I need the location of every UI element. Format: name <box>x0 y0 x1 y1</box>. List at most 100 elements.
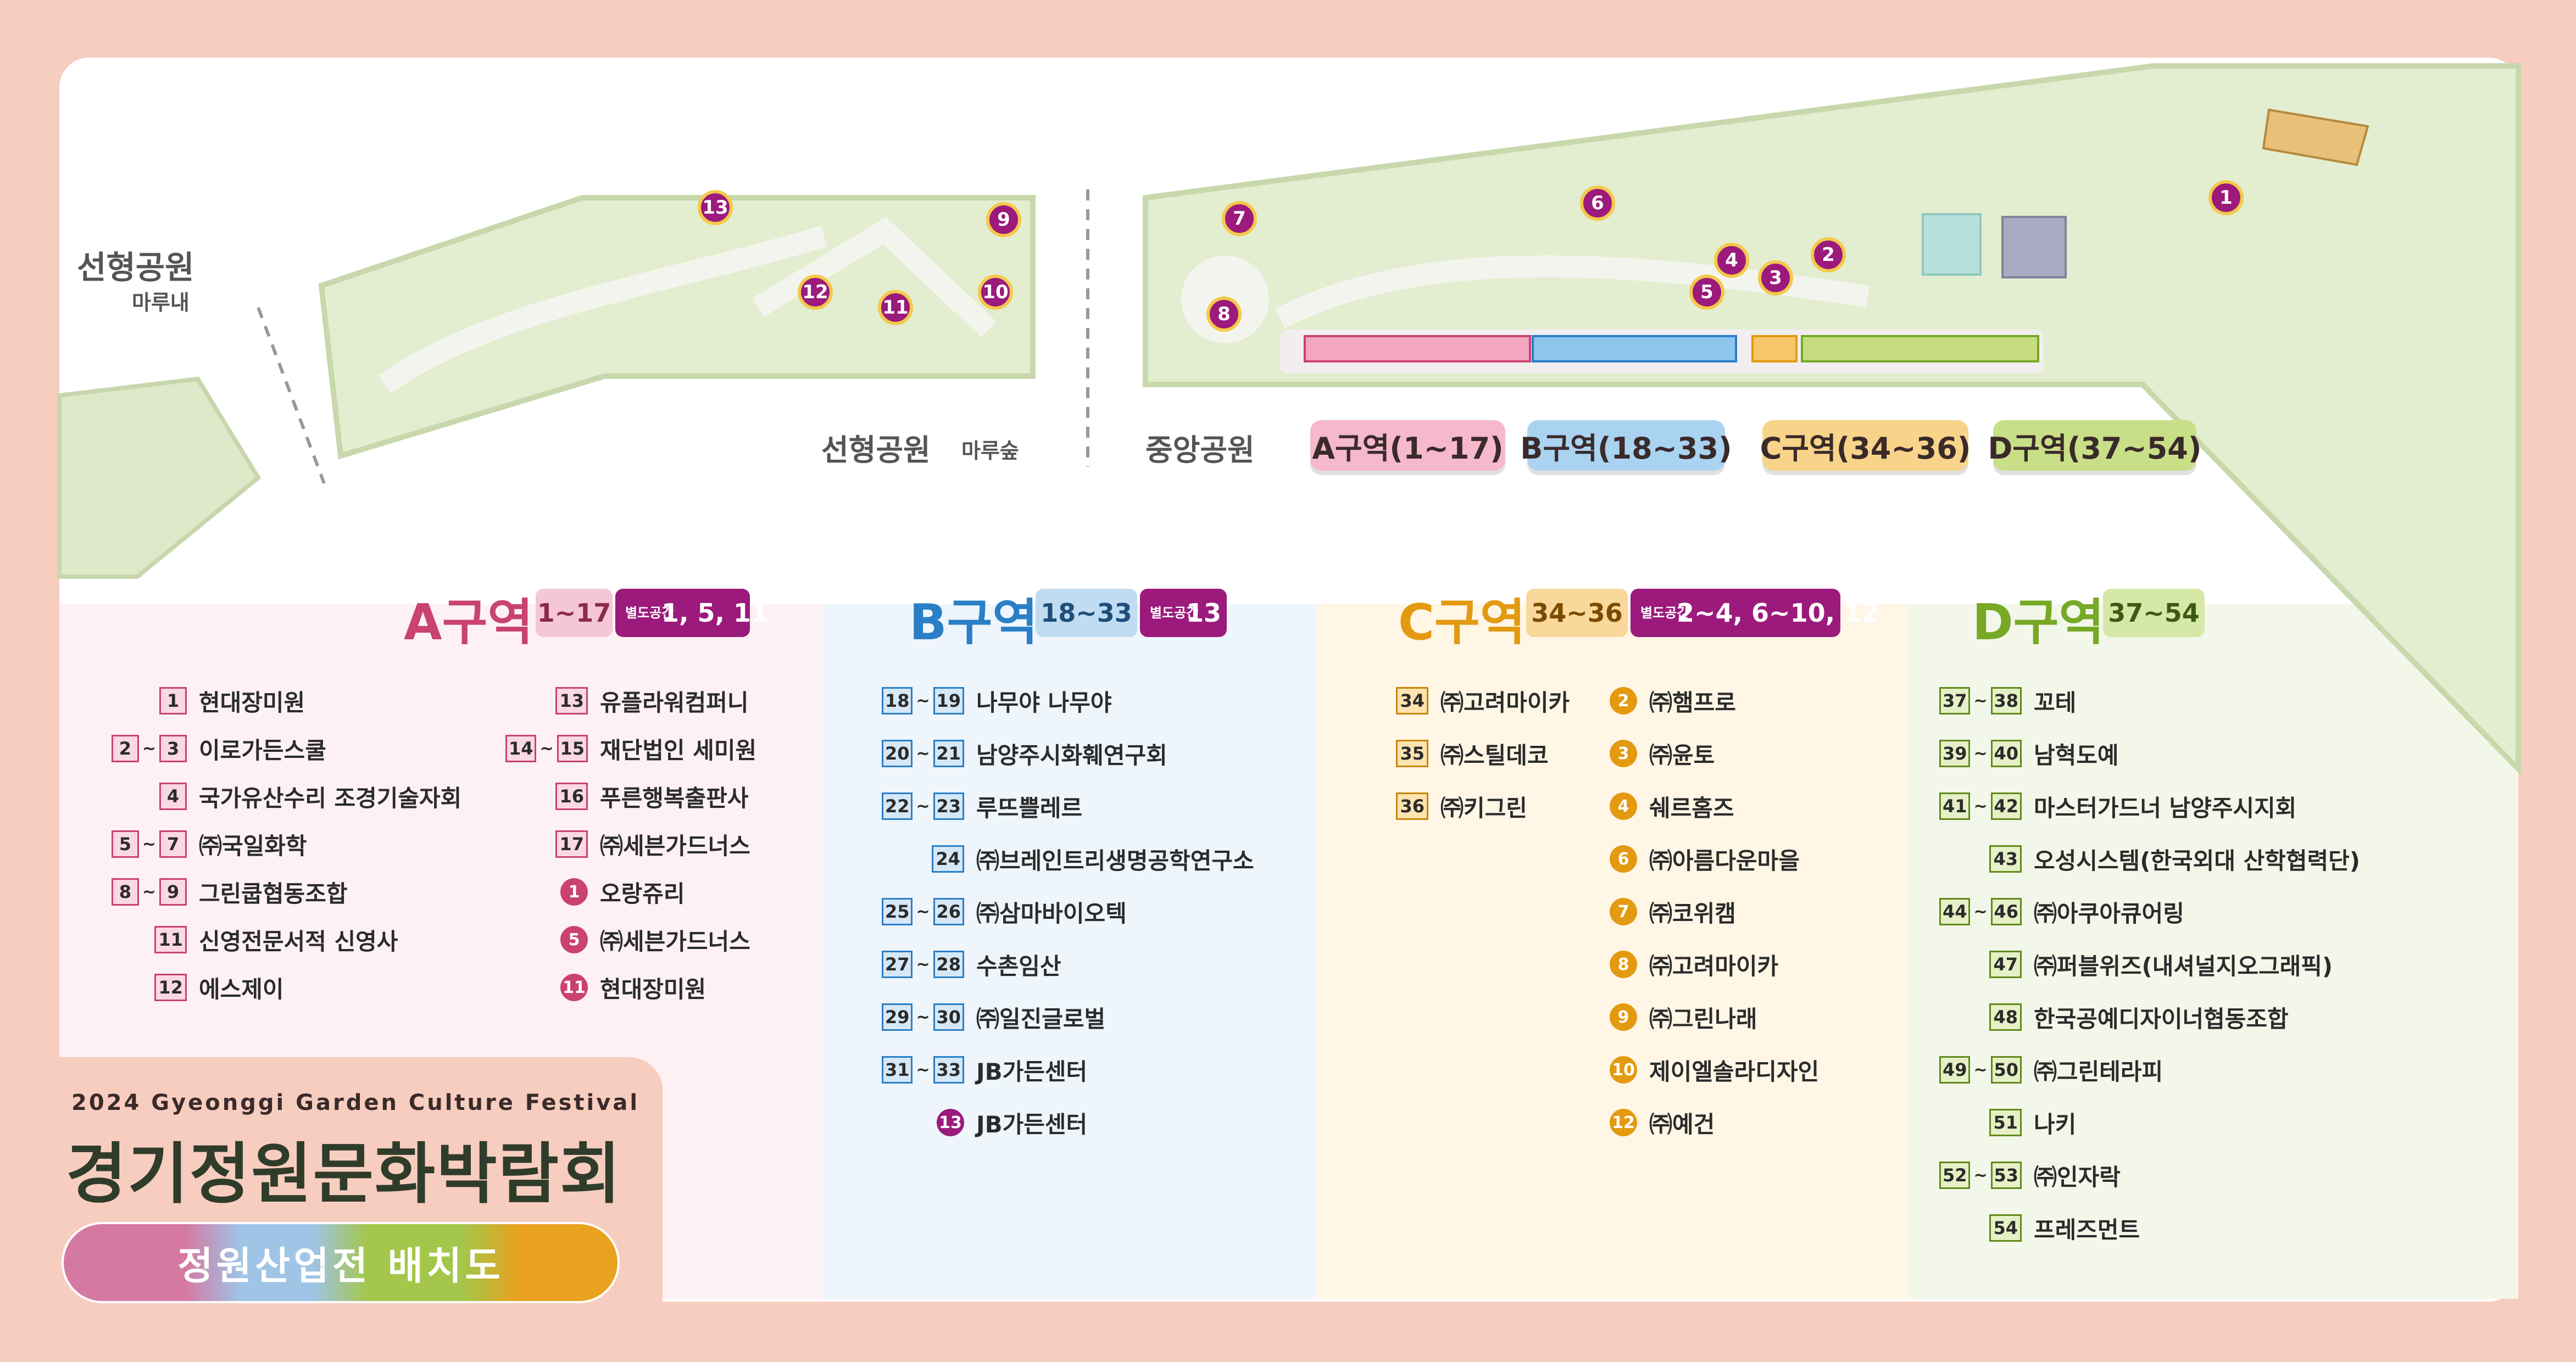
exhibitor-entry[interactable]: 44~46㈜아쿠아큐어링 <box>1939 895 2184 928</box>
exhibitor-name: 나무야 나무야 <box>976 689 1112 716</box>
entry-number: 48 <box>1939 1003 2022 1031</box>
entry-number-badge: 15 <box>557 735 588 762</box>
exhibitor-entry[interactable]: 29~30㈜일진글로벌 <box>882 1001 1105 1034</box>
exhibitor-entry[interactable]: 18~19 나무야 나무야 <box>882 684 1111 717</box>
exhibitor-entry[interactable]: 24㈜브레인트리생명공학연구소 <box>882 842 1254 875</box>
exhibitor-name: 쉐르홈즈 <box>1649 794 1734 822</box>
zone-a-title: A구역 <box>404 594 533 651</box>
entry-number: 35 <box>1346 740 1428 767</box>
exhibitor-entry[interactable]: 5㈜세븐가드너스 <box>505 923 750 956</box>
entry-number-badge: 18 <box>882 687 913 715</box>
entry-number-badge: 44 <box>1939 898 1971 925</box>
exhibitor-entry[interactable]: 5~7㈜국일화학 <box>104 828 307 861</box>
zone-pill-a[interactable]: A구역(1~17) <box>1310 420 1505 471</box>
entry-number-badge: 24 <box>932 845 964 873</box>
map-pin[interactable]: 1 <box>2208 180 2244 215</box>
exhibitor-entry[interactable]: 25~26㈜삼마바이오텍 <box>882 895 1127 928</box>
entry-number: 18~19 <box>882 687 964 715</box>
exhibitor-name: ㈜키그린 <box>1440 794 1527 822</box>
exhibitor-name: ㈜그린나래 <box>1649 1005 1757 1032</box>
zone-d-title: D구역 <box>1972 594 2105 651</box>
map-pin[interactable]: 12 <box>798 275 833 310</box>
map-pin[interactable]: 11 <box>878 290 913 325</box>
entry-number: 44~46 <box>1939 898 2022 925</box>
map-pin[interactable]: 4 <box>1714 243 1749 278</box>
map-pin[interactable]: 5 <box>1689 275 1724 310</box>
entry-number-badge: 51 <box>1989 1109 2022 1136</box>
map-pin[interactable]: 2 <box>1811 237 1846 272</box>
exhibitor-entry[interactable]: 47㈜퍼블위즈(내셔널지오그래픽) <box>1939 948 2333 981</box>
exhibitor-entry[interactable]: 34㈜고려마이카 <box>1346 684 1570 717</box>
entry-number-badge: 16 <box>555 783 588 810</box>
entry-number-badge: 42 <box>1990 792 2022 820</box>
entry-number: 16 <box>505 783 588 810</box>
exhibitor-entry[interactable]: 6㈜아름다운마을 <box>1555 842 1800 875</box>
entry-number-badge: 3 <box>159 735 187 762</box>
map-pin[interactable]: 10 <box>978 275 1013 310</box>
exhibitor-name: ㈜인자락 <box>2034 1163 2121 1191</box>
map-pin[interactable]: 8 <box>1206 297 1242 332</box>
map-pin[interactable]: 7 <box>1222 201 1257 236</box>
exhibitor-entry[interactable]: 8㈜고려마이카 <box>1555 948 1778 981</box>
exhibitor-name: 나키 <box>2034 1110 2077 1138</box>
zone-pill-b[interactable]: B구역(18~33) <box>1520 420 1732 471</box>
exhibitor-entry[interactable]: 2㈜햄프로 <box>1555 684 1736 717</box>
exhibitor-entry[interactable]: 49~50㈜그린테라피 <box>1939 1053 2163 1086</box>
entry-number-badge: 11 <box>154 926 187 953</box>
exhibitor-entry[interactable]: 9 ㈜그린나래 <box>1555 1001 1757 1034</box>
special-tag: 별도공간 <box>625 605 674 621</box>
entry-number: 34 <box>1346 687 1428 715</box>
range-tilde: ~ <box>916 1007 930 1027</box>
zone-c-range: 34~36 <box>1526 589 1628 637</box>
entry-special-number: 7 <box>1610 898 1637 925</box>
entry-special-number: 3 <box>1610 740 1637 767</box>
exhibitor-entry[interactable]: 7㈜코위캠 <box>1555 895 1736 928</box>
entry-number: 29~30 <box>882 1003 964 1031</box>
map-pin[interactable]: 13 <box>698 190 733 225</box>
park-mid-name: 선형공원 <box>821 433 931 467</box>
exhibitor-entry[interactable]: 51 나키 <box>1939 1106 2076 1139</box>
entry-special-number: 9 <box>1610 1003 1637 1031</box>
exhibitor-entry[interactable]: 35㈜스틸데코 <box>1346 737 1549 770</box>
map-pin[interactable]: 9 <box>986 202 1021 237</box>
exhibitor-entry[interactable]: 3㈜윤토 <box>1555 737 1715 770</box>
entry-number: 54 <box>1939 1214 2022 1242</box>
entry-number-badge: 53 <box>1990 1162 2022 1189</box>
zone-pill-d[interactable]: D구역(37~54) <box>1988 420 2202 471</box>
map-pin[interactable]: 3 <box>1758 260 1793 295</box>
range-tilde: ~ <box>1973 744 1988 763</box>
exhibitor-entry[interactable]: 36㈜키그린 <box>1346 790 1527 823</box>
zone-pill-c[interactable]: C구역(34~36) <box>1760 420 1971 471</box>
exhibitor-entry[interactable]: 52~53㈜인자락 <box>1939 1159 2121 1192</box>
exhibitor-entry[interactable]: 12㈜예건 <box>1555 1106 1715 1139</box>
entry-number: 1 <box>505 878 588 906</box>
map-pin[interactable]: 6 <box>1580 186 1615 221</box>
exhibitor-entry[interactable]: 17㈜세븐가드너스 <box>505 828 750 861</box>
